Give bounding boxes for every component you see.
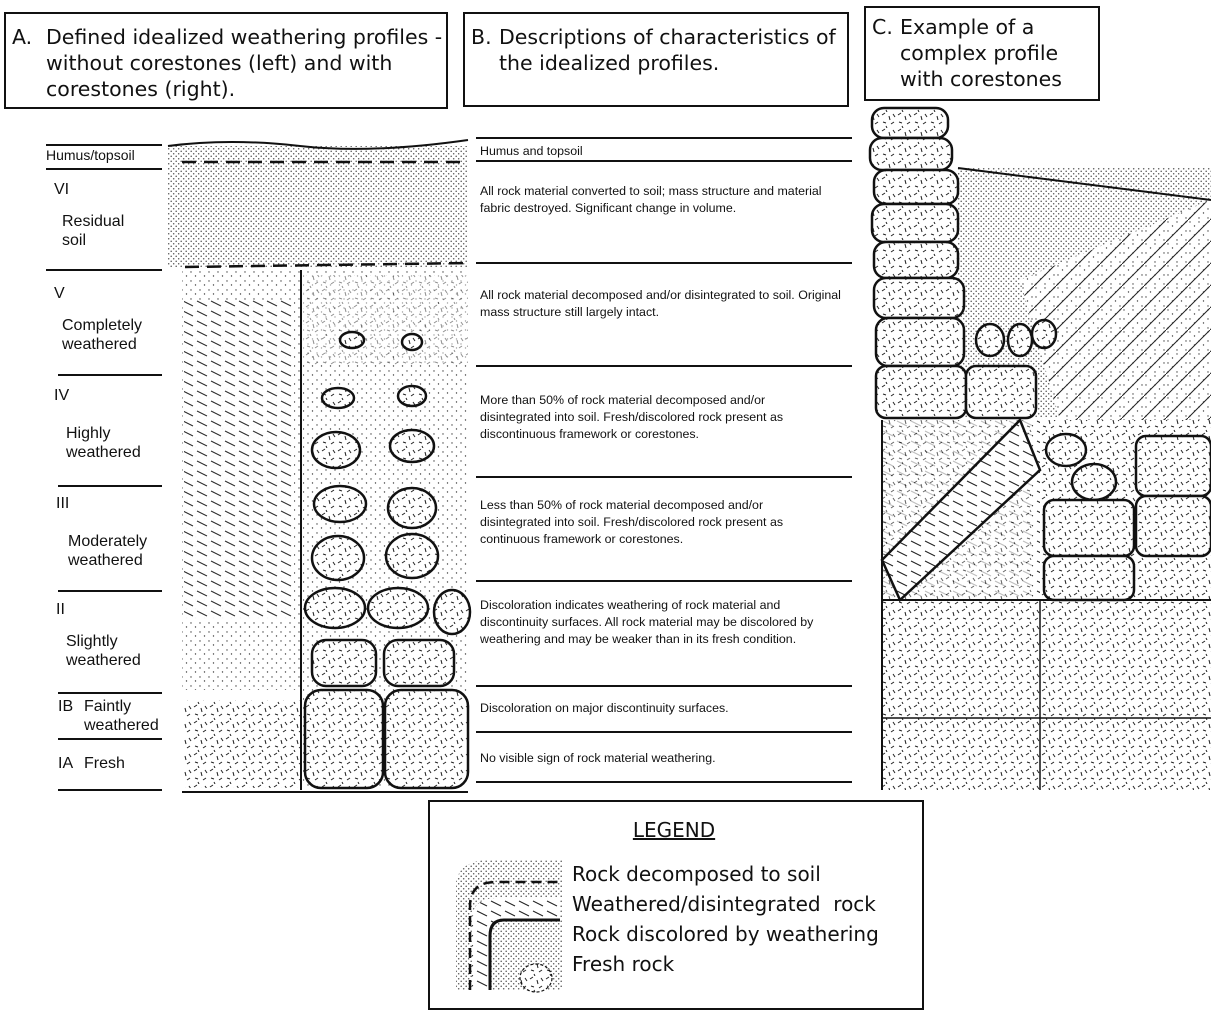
desc-divider (476, 731, 852, 733)
grade-divider (46, 168, 162, 170)
grade-label-vi: Residual soil (62, 212, 142, 250)
grade-divider (58, 590, 162, 592)
grade-label-v: Completely weathered (62, 316, 162, 354)
desc-divider (476, 160, 852, 162)
desc-divider (476, 685, 852, 687)
legend-item-discolored: Rock discolored by weathering (572, 922, 879, 946)
desc-divider (476, 781, 852, 783)
legend-item-weathered: Weathered/disintegrated rock (572, 892, 876, 916)
grade-divider (58, 738, 162, 740)
desc-vi: All rock material converted to soil; mas… (480, 183, 840, 217)
grade-numeral-vi: VI (54, 180, 69, 199)
panel-c-prefix: C. (872, 14, 893, 40)
grade-label-ii: Slightly weathered (66, 632, 166, 670)
profile-c-drawing (870, 108, 1211, 790)
desc-humus: Humus and topsoil (480, 143, 850, 160)
grade-numeral-iii: III (56, 494, 69, 513)
grade-label-ib: Faintly weathered (84, 697, 164, 735)
panel-b-prefix: B. (471, 24, 492, 50)
panel-a-title: Defined idealized weathering profiles - … (46, 24, 444, 102)
panel-c-header: C. Example of a complex profile with cor… (864, 6, 1100, 101)
grade-numeral-ib: IB (58, 697, 73, 716)
grade-label-iv: Highly weathered (66, 424, 166, 462)
legend-item-soil: Rock decomposed to soil (572, 862, 821, 886)
desc-divider (476, 137, 852, 139)
grade-divider (58, 692, 162, 694)
desc-iii: Less than 50% of rock material decompose… (480, 497, 835, 548)
legend-title: LEGEND (432, 818, 916, 842)
panel-a-header: A. Defined idealized weathering profiles… (4, 12, 448, 109)
grade-numeral-v: V (54, 284, 65, 303)
desc-ib: Discoloration on major discontinuity sur… (480, 700, 850, 717)
desc-v: All rock material decomposed and/or disi… (480, 287, 845, 321)
desc-divider (476, 262, 852, 264)
panel-b-title: Descriptions of characteristics of the i… (499, 24, 845, 76)
desc-divider (476, 365, 852, 367)
desc-divider (476, 476, 852, 478)
desc-divider (476, 580, 852, 582)
grade-divider (46, 144, 162, 146)
grade-label-ia: Fresh (84, 754, 125, 773)
profile-a-drawing (168, 140, 470, 792)
grade-divider (46, 269, 162, 271)
grade-label-iii: Moderately weathered (68, 532, 168, 570)
grade-divider (58, 789, 162, 791)
grade-label-humus: Humus/topsoil (46, 146, 135, 165)
desc-iv: More than 50% of rock material decompose… (480, 392, 835, 443)
grade-numeral-ii: II (56, 600, 65, 619)
panel-a-prefix: A. (12, 24, 32, 50)
panel-c-title: Example of a complex profile with corest… (900, 14, 1096, 92)
grade-divider (58, 374, 162, 376)
legend-item-fresh: Fresh rock (572, 952, 674, 976)
grade-numeral-ia: IA (58, 754, 73, 773)
desc-ii: Discoloration indicates weathering of ro… (480, 597, 840, 648)
grade-numeral-iv: IV (54, 386, 69, 405)
grade-divider (58, 485, 162, 487)
desc-ia: No visible sign of rock material weather… (480, 750, 850, 767)
panel-b-header: B. Descriptions of characteristics of th… (463, 12, 849, 107)
